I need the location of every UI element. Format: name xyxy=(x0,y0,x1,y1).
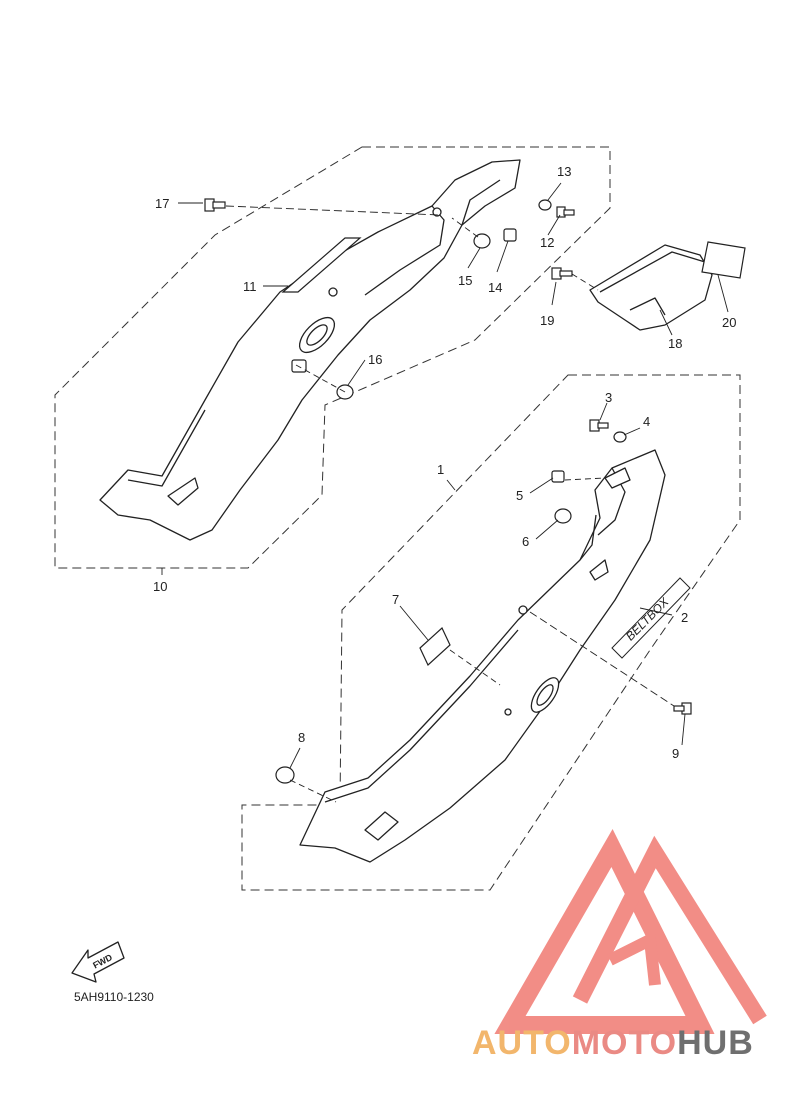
callout-17: 17 xyxy=(155,196,169,211)
watermark-text: AUTOMOTOHUB xyxy=(472,1024,754,1062)
callout-8: 8 xyxy=(298,730,305,745)
part-code: 5AH9110-1230 xyxy=(74,990,154,1004)
watermark-logo-icon xyxy=(494,828,767,1034)
watermark-hub: HUB xyxy=(677,1024,754,1062)
upper-side-cover xyxy=(99,159,521,541)
cowl-emblem-20 xyxy=(701,241,746,279)
decal-text: BELTBOX xyxy=(623,594,672,643)
callout-13: 13 xyxy=(557,164,571,179)
callout-20: 20 xyxy=(722,315,736,330)
svg-text:AUTOMOTOHUB: AUTOMOTOHUB xyxy=(472,1024,754,1062)
upper-small-parts xyxy=(204,198,575,400)
callout-2: 2 xyxy=(681,610,688,625)
callout-11: 11 xyxy=(243,279,257,294)
callout-18: 18 xyxy=(668,336,682,351)
callout-19: 19 xyxy=(540,313,554,328)
label-7 xyxy=(419,627,451,666)
callout-6: 6 xyxy=(522,534,529,549)
assembly-1-outline xyxy=(241,374,741,891)
lower-leader-lines xyxy=(289,402,686,803)
lower-side-cover xyxy=(299,449,666,863)
callout-3: 3 xyxy=(605,390,612,405)
callout-9: 9 xyxy=(672,746,679,761)
callout-12: 12 xyxy=(540,235,554,250)
cowl-screw-19 xyxy=(551,267,573,280)
fwd-arrow-icon: FWD xyxy=(71,941,125,983)
lower-small-parts xyxy=(275,419,692,784)
callout-5: 5 xyxy=(516,488,523,503)
seat-cowl xyxy=(589,244,713,331)
callout-7: 7 xyxy=(392,592,399,607)
callout-numbers: 1 2 3 4 5 6 7 8 9 10 11 12 13 14 15 16 1… xyxy=(153,164,736,761)
callout-15: 15 xyxy=(458,273,472,288)
beltbox-decal: BELTBOX xyxy=(611,577,691,659)
upper-leader-lines xyxy=(161,182,562,575)
watermark-auto: AUTO xyxy=(472,1024,572,1062)
callout-10: 10 xyxy=(153,579,167,594)
assembly-10-outline xyxy=(54,146,611,569)
cowl-leader-lines xyxy=(551,273,729,336)
callout-1: 1 xyxy=(437,462,444,477)
callout-4: 4 xyxy=(643,414,650,429)
watermark-moto: MOTO xyxy=(572,1024,677,1062)
callout-14: 14 xyxy=(488,280,502,295)
callout-16: 16 xyxy=(368,352,382,367)
